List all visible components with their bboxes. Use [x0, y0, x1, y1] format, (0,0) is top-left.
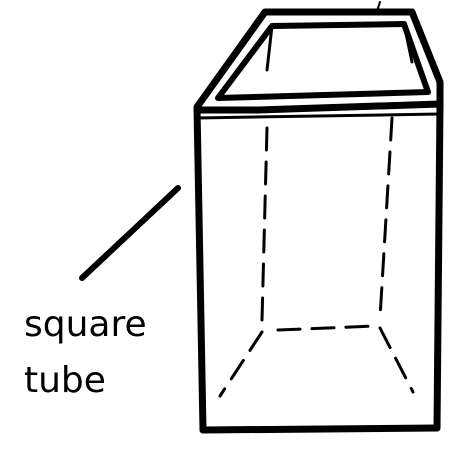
tube-bottom-edge	[199, 424, 441, 434]
tube-inner-corner-back-right	[402, 22, 414, 64]
tube-front-top-edge	[195, 112, 442, 120]
tube-left-edge	[193, 104, 207, 434]
tube-inner-corner-back-left	[265, 24, 274, 72]
tube-top-outer-rim	[193, 8, 444, 114]
tube-hidden-back-bottom-edge	[276, 324, 377, 332]
tube-hidden-back-right-edge	[378, 116, 394, 320]
tube-hidden-back-left-edge	[260, 126, 269, 322]
tube-hidden-bottom-right-diagonal	[378, 326, 415, 394]
label-line-1: square	[24, 304, 147, 345]
tube-top-pencil-mark	[375, 1, 381, 15]
label-line-2: tube	[24, 360, 106, 401]
tube-hidden-bottom-left-diagonal	[218, 330, 264, 398]
label-leader-line	[79, 185, 181, 281]
tube-right-edge	[433, 100, 444, 432]
